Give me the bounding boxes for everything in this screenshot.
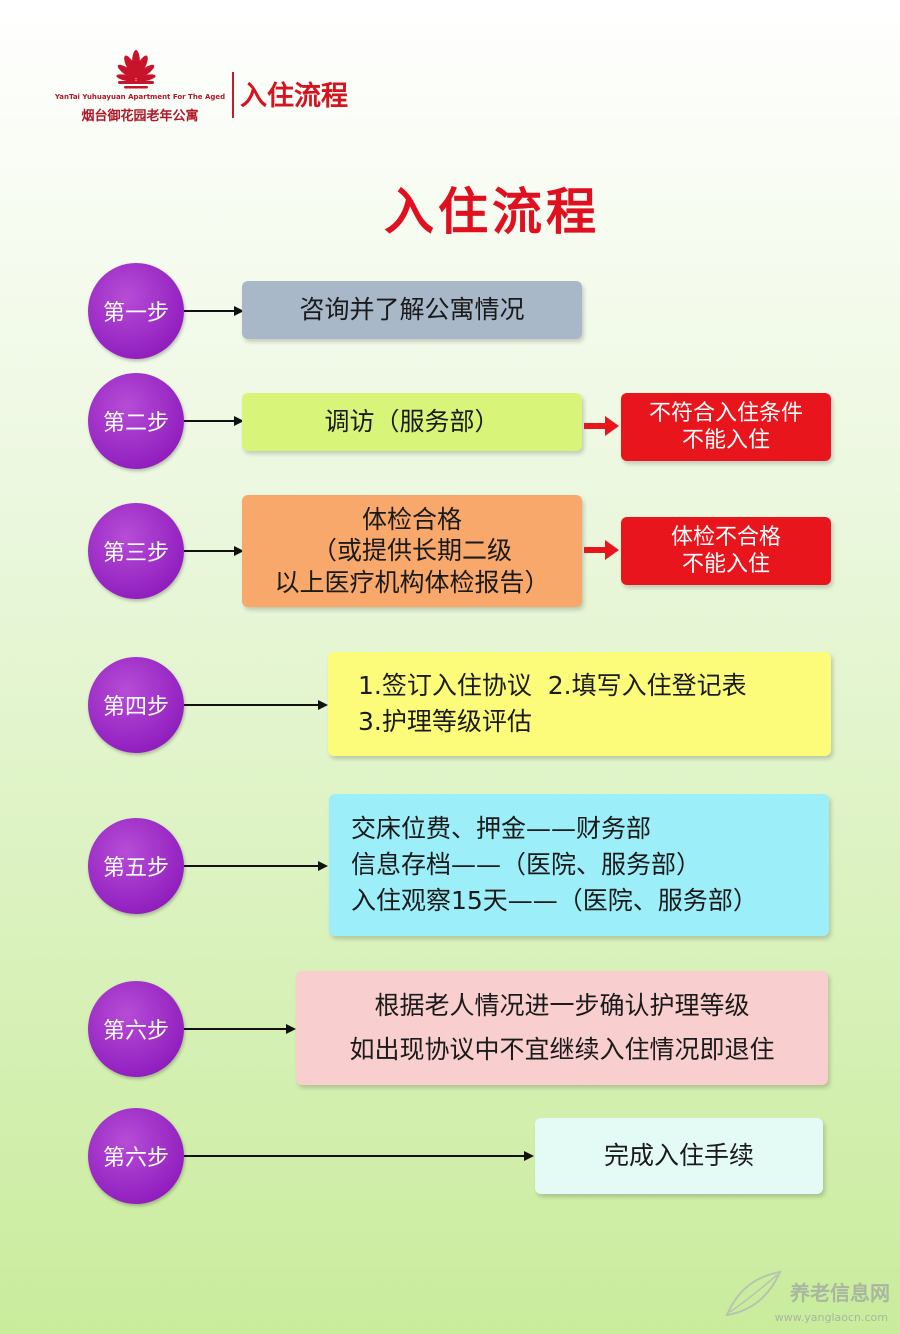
arrow-right-icon [524,1151,534,1161]
step-2-reject-line-2: 不能入住 [681,428,770,453]
step-4-box: 1.签订入住协议 2.填写入住登记表 3.护理等级评估 [328,652,831,756]
red-arrow-right-icon [605,540,619,560]
red-arrow-right-icon [605,416,619,436]
step-7-circle: 第六步 [88,1108,184,1204]
step-3-box: 体检合格 （或提供长期二级 以上医疗机构体检报告） [242,495,582,607]
logo-english-name: YanTai Yuhuayuan Apartment For The Aged [54,93,226,101]
logo-divider [232,72,234,118]
reject-arrow-shaft [584,423,606,429]
leaf-watermark-icon [725,1270,782,1317]
step-4-line-1: 1.签订入住协议 2.填写入住登记表 [358,670,747,700]
step-6-line-2: 如出现协议中不宜继续入住情况即退住 [349,1035,775,1064]
logo-chinese-name: 烟台御花园老年公寓 [81,109,199,124]
arrow-right-icon [234,546,244,556]
step-2-reject-box: 不符合入住条件 不能入住 [621,393,831,461]
step-2-line-1: 调访（服务部） [324,407,500,437]
step-1-line-1: 咨询并了解公寓情况 [299,295,525,325]
step-5-line-1: 交床位费、押金——财务部 [351,813,652,843]
page-title: 入住流程 [384,183,600,241]
step-5-box: 交床位费、押金——财务部 信息存档——（医院、服务部） 入住观察15天——（医院… [329,794,829,936]
step-7-line-1: 完成入住手续 [603,1141,754,1171]
step-4-circle: 第四步 [88,657,184,753]
step-1-box: 咨询并了解公寓情况 [242,281,582,339]
step-3-connector [184,550,236,552]
step-6-box: 根据老人情况进一步确认护理等级 如出现协议中不宜继续入住情况即退住 [296,971,828,1085]
step-3-line-1: 体检合格 [361,505,462,535]
step-2-circle: 第二步 [88,373,184,469]
step-3-reject-box: 体检不合格 不能入住 [621,517,831,585]
step-3-reject-line-2: 不能入住 [681,552,770,577]
arrow-right-icon [318,861,328,871]
step-6-circle: 第六步 [88,981,184,1077]
arrow-right-icon [234,306,244,316]
step-2-reject-line-1: 不符合入住条件 [648,400,803,426]
step-4-line-2: 3.护理等级评估 [358,707,532,736]
step-3-line-2: （或提供长期二级 [311,536,512,566]
arrow-right-icon [318,700,328,710]
step-3-circle: 第三步 [88,503,184,599]
watermark-url: www.yanglaocn.com [774,1311,888,1324]
step-3-line-3: 以上医疗机构体检报告） [274,567,550,597]
step-5-connector [184,865,320,867]
watermark-text: 养老信息网 [790,1281,890,1305]
reject-arrow-shaft [584,547,606,553]
step-3-reject-line-1: 体检不合格 [670,524,781,550]
step-4-connector [184,704,320,706]
step-7-connector [184,1155,526,1157]
step-1-circle: 第一步 [88,263,184,359]
step-5-circle: 第五步 [88,818,184,914]
step-7-box: 完成入住手续 [535,1118,823,1194]
lotus-logo-icon [116,50,156,89]
arrow-right-icon [286,1024,296,1034]
step-1-connector [184,310,236,312]
step-5-line-3: 入住观察15天——（医院、服务部） [351,886,758,916]
step-5-line-2: 信息存档——（医院、服务部） [351,849,702,879]
arrow-right-icon [234,416,244,426]
header-title: 入住流程 [240,81,348,112]
step-2-connector [184,420,236,422]
step-6-connector [184,1028,288,1030]
step-2-box: 调访（服务部） [242,393,582,451]
step-6-line-1: 根据老人情况进一步确认护理等级 [374,991,750,1021]
